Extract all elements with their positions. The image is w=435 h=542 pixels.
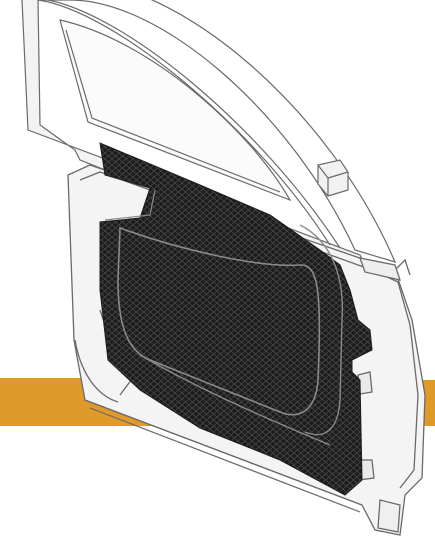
door-bottom-edge xyxy=(84,399,363,513)
mirror-mount xyxy=(317,159,349,197)
sound-deadening-mat xyxy=(99,142,373,496)
mat-inner-contour xyxy=(117,226,321,416)
window-frame xyxy=(21,0,397,277)
